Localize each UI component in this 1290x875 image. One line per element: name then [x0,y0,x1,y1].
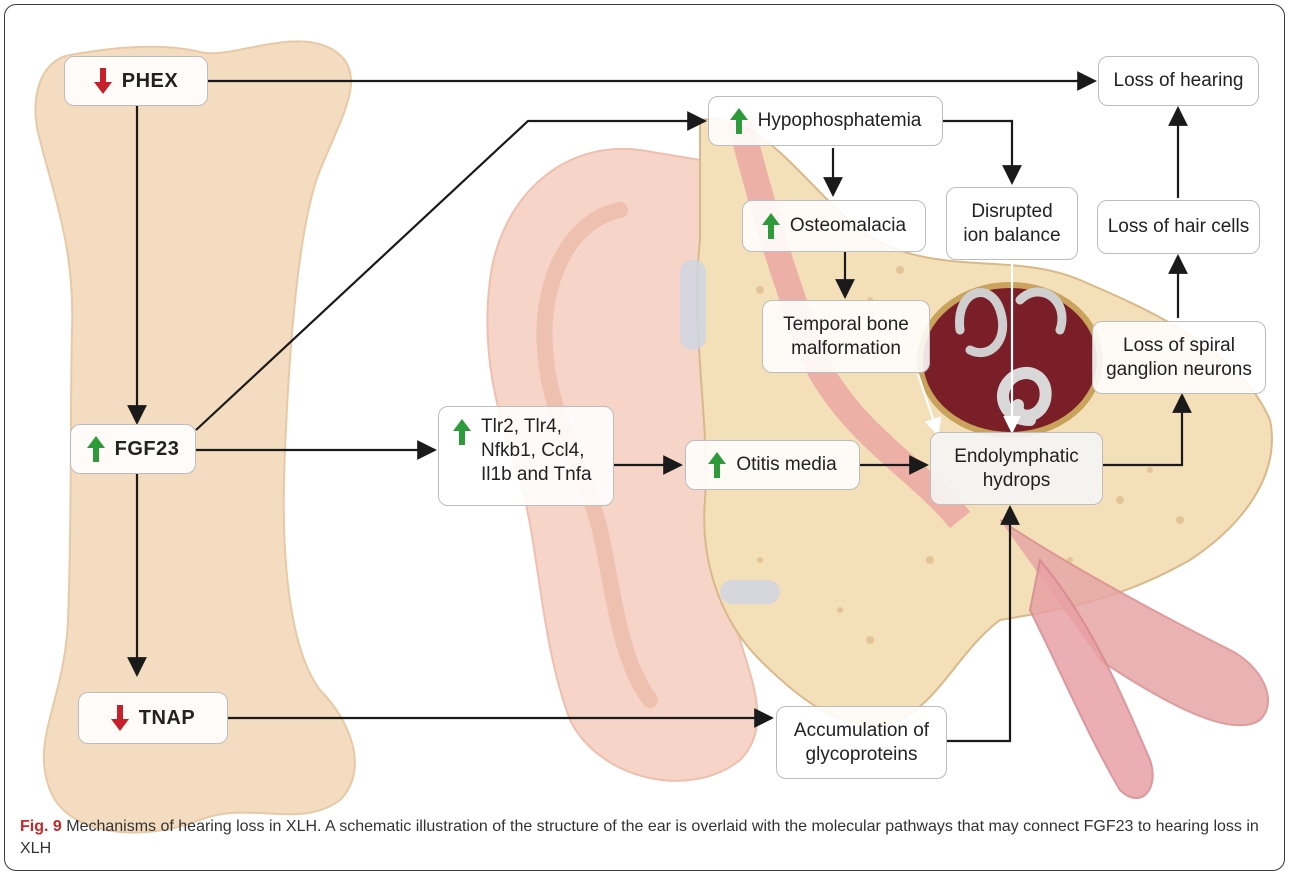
node-phex-label: PHEX [122,69,178,93]
node-osteomalacia-label: Osteomalacia [790,214,906,238]
node-otitis-media: Otitis media [685,440,860,490]
node-loss-hearing-label: Loss of hearing [1114,69,1244,93]
node-tlr-label: Tlr2, Tlr4, Nfkb1, Ccl4, Il1b and Tnfa [481,415,592,487]
node-phex: PHEX [64,56,208,106]
up-arrow-icon [708,452,726,478]
node-hypophosphatemia-label: Hypophosphatemia [758,109,922,133]
node-temporal-bone: Temporal bone malformation [762,300,930,373]
node-disrupted-ion: Disrupted ion balance [946,187,1078,260]
node-tnap: TNAP [78,692,228,744]
up-arrow-icon [87,436,105,462]
node-fgf23-label: FGF23 [115,437,180,461]
node-tnap-label: TNAP [139,706,195,730]
node-tlr: Tlr2, Tlr4, Nfkb1, Ccl4, Il1b and Tnfa [438,406,614,506]
up-arrow-icon [730,108,748,134]
node-loss-hearing: Loss of hearing [1098,56,1259,106]
figure-caption: Fig. 9 Mechanisms of hearing loss in XLH… [20,816,1270,860]
node-disrupted-ion-label: Disrupted ion balance [963,200,1060,248]
node-endolymphatic-label: Endolymphatic hydrops [954,445,1079,493]
down-arrow-icon [111,705,129,731]
node-osteomalacia: Osteomalacia [742,200,926,252]
node-endolymphatic-hydrops: Endolymphatic hydrops [930,432,1103,505]
up-arrow-icon [453,419,471,445]
node-hypophosphatemia: Hypophosphatemia [708,96,943,146]
node-otitis-label: Otitis media [736,453,836,477]
caption-text: Mechanisms of hearing loss in XLH. A sch… [20,818,1259,857]
down-arrow-icon [94,68,112,94]
up-arrow-icon [762,213,780,239]
node-fgf23: FGF23 [70,424,196,474]
node-loss-spiral-label: Loss of spiral ganglion neurons [1106,334,1252,382]
figure-label: Fig. 9 [20,818,62,835]
node-glycoproteins-label: Accumulation of glycoproteins [794,719,929,767]
node-temporal-bone-label: Temporal bone malformation [783,313,909,361]
node-loss-spiral-ganglion: Loss of spiral ganglion neurons [1092,321,1266,394]
edge-hypo-ion [943,121,1012,183]
node-loss-hair-label: Loss of hair cells [1108,215,1250,239]
node-glycoproteins: Accumulation of glycoproteins [776,706,947,779]
node-loss-hair-cells: Loss of hair cells [1097,200,1260,254]
